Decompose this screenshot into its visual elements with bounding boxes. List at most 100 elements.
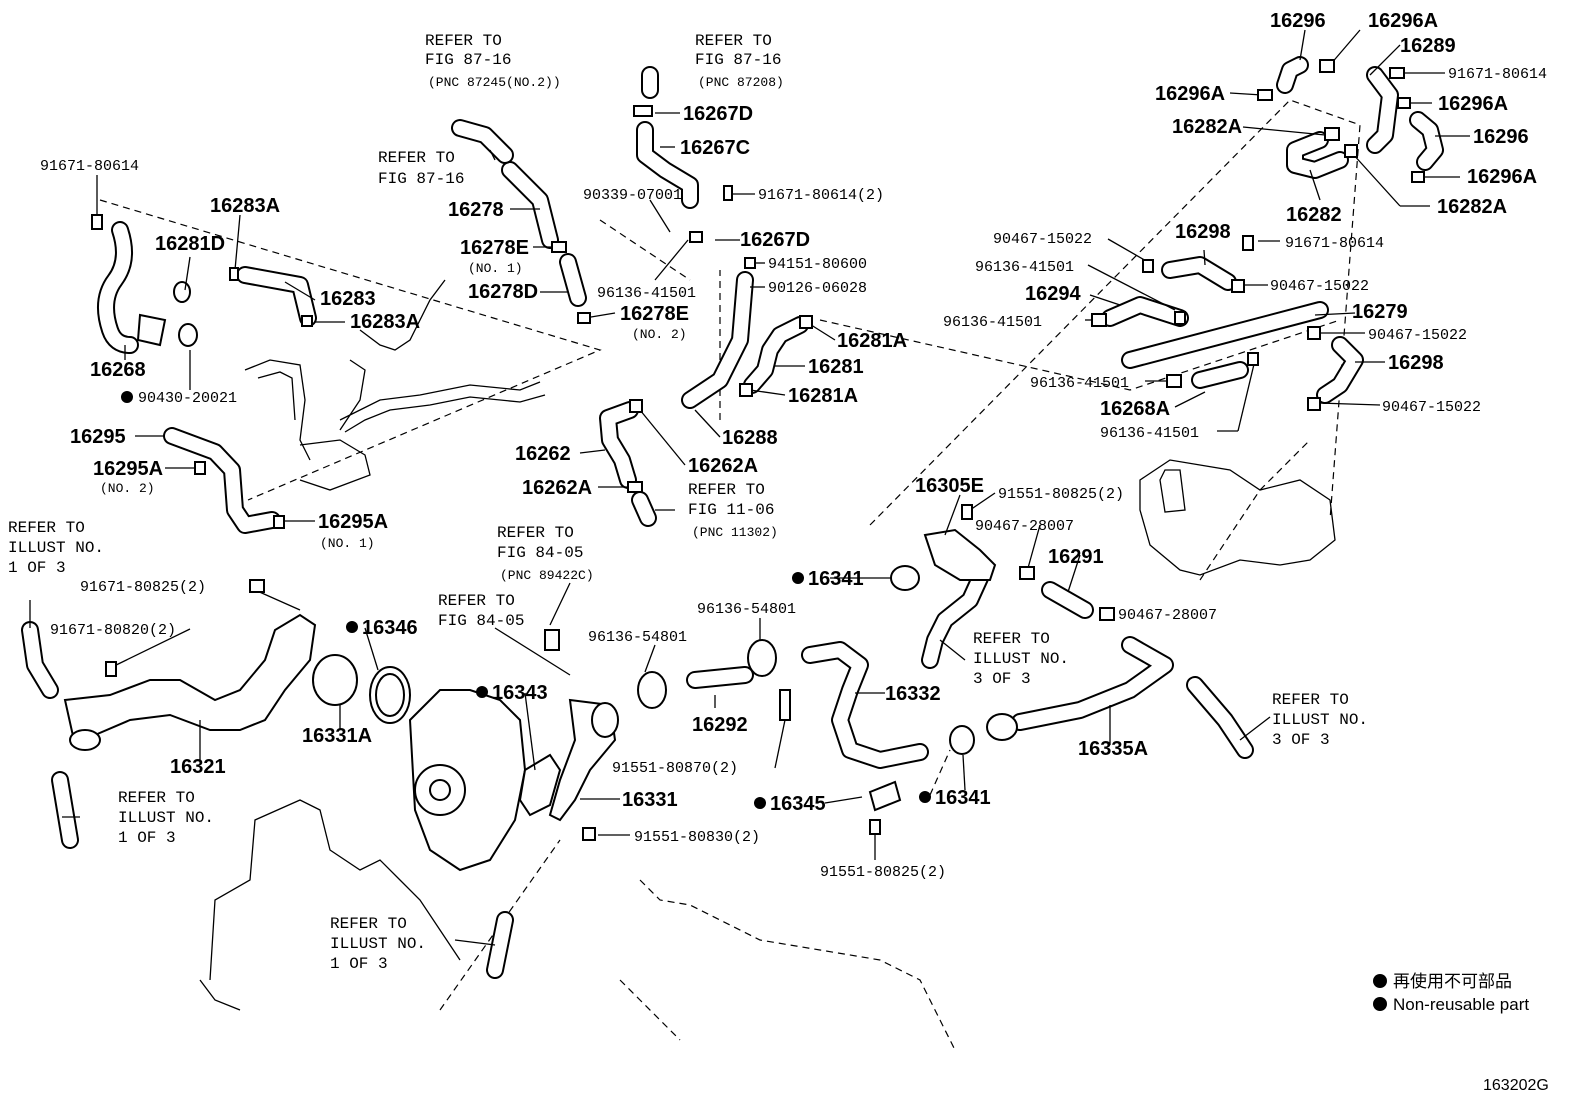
part-label: 96136-41501 <box>1030 375 1129 392</box>
ref-note: REFER TO ILLUST NO. 1 OF 3 <box>330 915 426 973</box>
svg-text:(PNC 87208): (PNC 87208) <box>698 75 784 90</box>
parts <box>63 279 1018 872</box>
part-label: 91671-80614(2) <box>758 187 884 204</box>
part-label: 16267D <box>683 103 753 125</box>
part-label: 96136-54801 <box>588 629 687 646</box>
part-label: 16278E <box>460 237 529 259</box>
part-label: 16267D <box>740 229 810 251</box>
part-label: 16283A <box>210 195 280 217</box>
part-label: 16298 <box>1175 221 1231 243</box>
non-reusable-dot <box>346 621 358 633</box>
part-label: 16295 <box>70 426 126 448</box>
part-label: 90126-06028 <box>768 280 867 297</box>
part-label: 96136-54801 <box>697 601 796 618</box>
part-label: 91671-80614 <box>40 158 139 175</box>
part-label: 16292 <box>692 714 748 736</box>
part-label: 16281A <box>788 385 858 407</box>
svg-text:ILLUST NO.: ILLUST NO. <box>8 539 104 557</box>
part-label: 16267C <box>680 137 750 159</box>
svg-text:REFER TO: REFER TO <box>118 789 195 807</box>
non-reusable-markers <box>121 391 1387 1011</box>
svg-text:1 OF 3: 1 OF 3 <box>330 955 388 973</box>
svg-text:FIG 87-16: FIG 87-16 <box>378 170 464 188</box>
non-reusable-dot <box>121 391 133 403</box>
part-label: 16321 <box>170 756 226 778</box>
reference-notes: REFER TO FIG 87-16 (PNC 87245(NO.2)) REF… <box>8 32 1368 973</box>
part-label: 96136-41501 <box>975 259 1074 276</box>
part-label: 91551-80870(2) <box>612 760 738 777</box>
part-label: 16262A <box>688 455 758 477</box>
ref-note: REFER TO FIG 84-05 (PNC 89422C) <box>497 524 594 583</box>
part-label: 16282A <box>1437 196 1507 218</box>
part-label: 16332 <box>885 683 941 705</box>
part-label: 91551-80830(2) <box>634 829 760 846</box>
part-label-sub: (NO. 2) <box>100 481 155 496</box>
part-label: 90467-28007 <box>1118 607 1217 624</box>
part-label: 16331A <box>302 725 372 747</box>
svg-text:(PNC 11302): (PNC 11302) <box>692 525 778 540</box>
svg-text:REFER TO: REFER TO <box>688 481 765 499</box>
part-label-sub: (NO. 1) <box>468 261 523 276</box>
part-label: 16278E <box>620 303 689 325</box>
ref-note: REFER TO ILLUST NO. 3 OF 3 <box>973 630 1069 688</box>
part-label: 16262 <box>515 443 571 465</box>
part-label-sub: (NO. 1) <box>320 536 375 551</box>
part-label: 16278 <box>448 199 504 221</box>
part-label: 90467-15022 <box>1368 327 1467 344</box>
legend-line-jp: 再使用不可部品 <box>1393 971 1512 991</box>
svg-text:ILLUST NO.: ILLUST NO. <box>330 935 426 953</box>
svg-text:FIG 84-05: FIG 84-05 <box>497 544 583 562</box>
part-label: 16282 <box>1286 204 1342 226</box>
engine-outline <box>199 459 1336 1051</box>
legend-line-en: Non-reusable part <box>1393 995 1529 1014</box>
svg-text:ILLUST NO.: ILLUST NO. <box>973 650 1069 668</box>
part-label: 16296A <box>1155 83 1225 105</box>
part-label: 96136-41501 <box>943 314 1042 331</box>
part-label: 16283 <box>320 288 376 310</box>
part-label: 16283A <box>350 311 420 333</box>
part-label: 16262A <box>522 477 592 499</box>
part-label: 16296A <box>1368 10 1438 32</box>
part-label: 91671-80825(2) <box>80 579 206 596</box>
svg-text:(PNC 89422C): (PNC 89422C) <box>500 568 594 583</box>
part-label-sub: (NO. 2) <box>632 327 687 342</box>
leader-lines <box>29 29 1470 946</box>
non-reusable-dot <box>792 572 804 584</box>
part-label: 16291 <box>1048 546 1104 568</box>
svg-text:REFER TO: REFER TO <box>438 592 515 610</box>
diagram-code: 163202G <box>1483 1077 1549 1094</box>
part-label: 16331 <box>622 789 678 811</box>
svg-text:REFER TO: REFER TO <box>497 524 574 542</box>
svg-text:3 OF 3: 3 OF 3 <box>973 670 1031 688</box>
dashed-boundaries <box>99 99 1361 1011</box>
svg-text:(PNC 87245(NO.2)): (PNC 87245(NO.2)) <box>428 75 561 90</box>
part-label: 16298 <box>1388 352 1444 374</box>
svg-text:REFER TO: REFER TO <box>8 519 85 537</box>
part-label: 90430-20021 <box>138 390 237 407</box>
ref-note: REFER TO ILLUST NO. 1 OF 3 <box>118 789 214 847</box>
part-label: 16281A <box>837 330 907 352</box>
ref-note: REFER TO FIG 87-16 <box>378 149 464 188</box>
svg-text:3 OF 3: 3 OF 3 <box>1272 731 1330 749</box>
part-label: 90467-15022 <box>1382 399 1481 416</box>
part-label: 16341 <box>935 787 991 809</box>
part-label: 16343 <box>492 682 548 704</box>
svg-text:1 OF 3: 1 OF 3 <box>8 559 66 577</box>
part-label: 16294 <box>1025 283 1081 305</box>
part-label: 91671-80614 <box>1448 66 1547 83</box>
part-label: 16281 <box>808 356 864 378</box>
part-label: 91551-80825(2) <box>820 864 946 881</box>
part-label: 94151-80600 <box>768 256 867 273</box>
part-label: 91551-80825(2) <box>998 486 1124 503</box>
part-label: 16268 <box>90 359 146 381</box>
part-label: 16305E <box>915 475 984 497</box>
part-label: 90467-28007 <box>975 518 1074 535</box>
part-label: 16278D <box>468 281 538 303</box>
svg-text:ILLUST NO.: ILLUST NO. <box>118 809 214 827</box>
part-label: 16335A <box>1078 738 1148 760</box>
part-label: 16282A <box>1172 116 1242 138</box>
part-label: 16281D <box>155 233 225 255</box>
svg-text:FIG 87-16: FIG 87-16 <box>425 51 511 69</box>
legend-dot <box>1373 997 1387 1011</box>
